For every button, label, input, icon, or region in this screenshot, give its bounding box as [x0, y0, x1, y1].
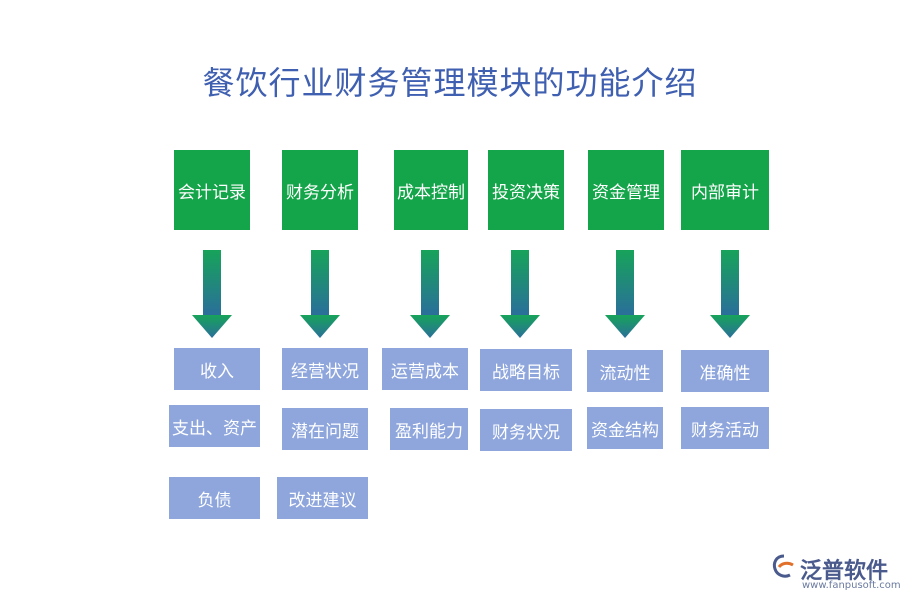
module-investment-decision: 投资决策: [488, 150, 564, 230]
item-accuracy: 准确性: [681, 350, 769, 392]
page-title: 餐饮行业财务管理模块的功能介绍: [202, 64, 698, 102]
item-operating-cost: 运营成本: [382, 348, 468, 390]
module-financial-analysis: 财务分析: [282, 150, 358, 230]
module-fund-management: 资金管理: [588, 150, 664, 230]
module-internal-audit: 内部审计: [681, 150, 769, 230]
down-arrow-icon: [410, 250, 450, 338]
logo-name: 泛普软件: [800, 559, 889, 584]
item-liabilities: 负债: [169, 477, 260, 519]
module-cost-control: 成本控制: [394, 150, 468, 230]
logo-url: www.fanpusoft.com: [802, 580, 900, 591]
item-operating-status: 经营状况: [282, 348, 368, 390]
down-arrow-icon: [300, 250, 340, 338]
fanpu-logo-icon: [772, 554, 794, 578]
item-profitability: 盈利能力: [390, 408, 468, 450]
item-strategic-goals: 战略目标: [480, 349, 572, 391]
down-arrow-icon: [192, 250, 232, 338]
item-expenses-assets: 支出、资产: [169, 405, 260, 447]
item-capital-structure: 资金结构: [587, 407, 663, 449]
item-financial-activities: 财务活动: [681, 407, 769, 449]
item-financial-status: 财务状况: [480, 409, 572, 451]
item-improvement-suggestions: 改进建议: [277, 477, 368, 519]
item-potential-problems: 潜在问题: [282, 408, 368, 450]
down-arrow-icon: [500, 250, 540, 338]
module-accounting-records: 会计记录: [174, 150, 250, 230]
down-arrow-icon: [605, 250, 645, 338]
down-arrow-icon: [710, 250, 750, 338]
item-revenue: 收入: [174, 348, 260, 390]
item-liquidity: 流动性: [587, 350, 663, 392]
